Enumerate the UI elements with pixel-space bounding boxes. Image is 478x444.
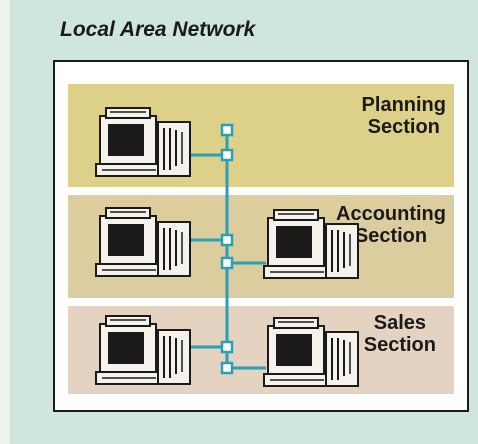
computer-accounting-2	[263, 209, 359, 279]
computer-accounting-1	[95, 207, 191, 277]
network-node	[220, 233, 234, 247]
computer-sales-2	[263, 317, 359, 387]
network-nodes	[220, 123, 234, 375]
section-label-line1: Sales	[373, 312, 426, 334]
network-node	[220, 123, 234, 137]
section-label-planning: Planning Section	[362, 94, 446, 138]
panel-edge	[0, 0, 10, 444]
network-node	[220, 148, 234, 162]
section-label-accounting: Accounting Section	[336, 203, 446, 247]
section-label-line1: Planning	[361, 94, 446, 116]
computer-planning-1	[95, 107, 191, 177]
section-label-line2: Section	[367, 116, 440, 138]
section-label-line1: Accounting	[336, 203, 446, 225]
section-label-line2: Section	[363, 334, 436, 356]
computer-sales-1	[95, 315, 191, 385]
section-label-line2: Section	[354, 225, 428, 247]
section-label-sales: Sales Section	[364, 312, 436, 356]
network-node	[220, 340, 234, 354]
network-node	[220, 256, 234, 270]
diagram-title: Local Area Network	[60, 18, 256, 41]
network-node	[220, 361, 234, 375]
